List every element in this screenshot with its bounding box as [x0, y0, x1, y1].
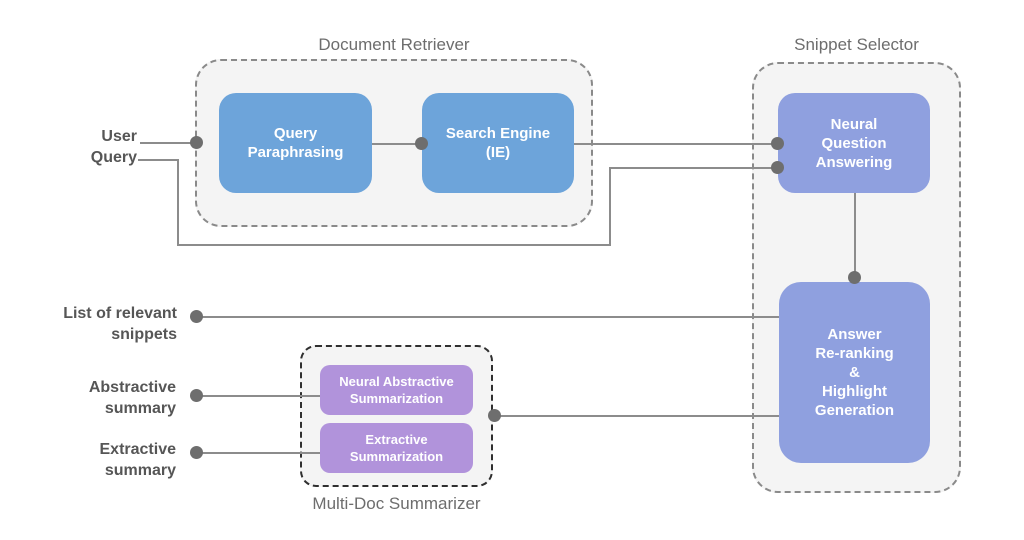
- node-answer-reranking: Answer Re-ranking & Highlight Generation: [779, 282, 930, 463]
- junction-dot-neural-qa-input-bottom: [771, 161, 784, 174]
- edge-user-to-retriever: [140, 142, 196, 144]
- io-label-user-query: User Query: [90, 128, 137, 166]
- junction-dot-summarizer-output: [488, 409, 501, 422]
- io-label-extractive-summary: Extractive summary: [99, 441, 177, 479]
- io-label-list-of-relevant-snippets: List of relevant snippets: [63, 305, 177, 343]
- io-label-abstractive-summary: Abstractive summary: [88, 379, 176, 417]
- junction-dot-snippets: [190, 310, 203, 323]
- group-title-multi-doc-summarizer: Multi-Doc Summarizer: [312, 494, 481, 513]
- edge-answer-reranking-to-summarizer: [495, 415, 779, 417]
- edge-abstractive-summary: [197, 395, 320, 397]
- junction-dot-search-engine-input: [415, 137, 428, 150]
- edge-paraphrasing-to-search-engine: [372, 143, 422, 145]
- edge-query-bypass-seg5: [609, 167, 778, 169]
- junction-dot-neural-qa-input-top: [771, 137, 784, 150]
- node-query-paraphrasing: Query Paraphrasing: [219, 93, 372, 193]
- group-title-document-retriever: Document Retriever: [318, 35, 470, 54]
- edge-query-bypass-seg3: [177, 244, 611, 246]
- group-title-snippet-selector: Snippet Selector: [794, 35, 919, 54]
- node-search-engine: Search Engine (IE): [422, 93, 574, 193]
- edge-search-engine-to-neural-qa: [574, 143, 778, 145]
- node-neural-question-answering: Neural Question Answering: [778, 93, 930, 193]
- edge-snippets-to-answer-reranking: [196, 316, 779, 318]
- junction-dot-answer-reranking-top: [848, 271, 861, 284]
- junction-dot-abstractive: [190, 389, 203, 402]
- junction-dot-extractive: [190, 446, 203, 459]
- node-extractive-summarization: Extractive Summarization: [320, 423, 473, 473]
- node-neural-abstractive-summarization: Neural Abstractive Summarization: [320, 365, 473, 415]
- junction-dot-user-query: [190, 136, 203, 149]
- edge-neural-qa-to-answer-reranking: [854, 193, 856, 278]
- edge-query-bypass-seg1: [138, 159, 179, 161]
- edge-query-bypass-seg4: [609, 167, 611, 246]
- edge-query-bypass-seg2: [177, 159, 179, 246]
- edge-extractive-summary: [197, 452, 320, 454]
